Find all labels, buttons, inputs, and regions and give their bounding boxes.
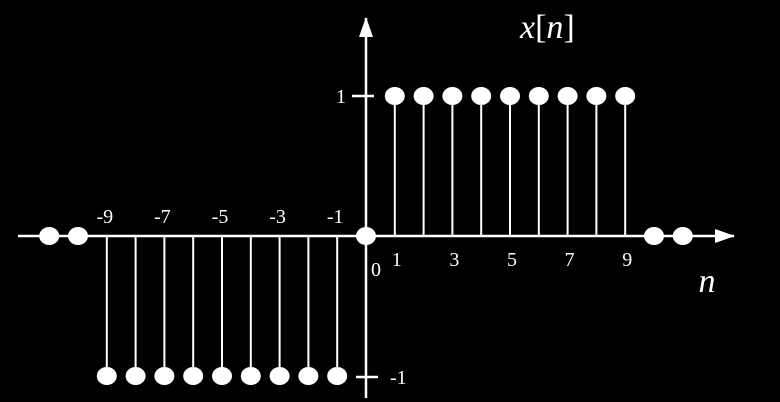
data-point-n0 <box>356 227 376 245</box>
y-axis-title-open-bracket: [ <box>535 9 546 46</box>
origin-label: 0 <box>371 259 381 281</box>
data-point-n-3 <box>269 367 290 385</box>
y-tick-label-minus-1: -1 <box>390 367 407 389</box>
data-point-n-11 <box>39 227 60 245</box>
x-tick-label-below: 7 <box>565 249 575 271</box>
stem-lines <box>105 96 627 376</box>
data-point-n6 <box>528 87 549 105</box>
stem-markers <box>39 87 693 385</box>
data-point-n7 <box>557 87 578 105</box>
data-point-n9 <box>615 87 636 105</box>
data-point-n-5 <box>212 367 232 385</box>
data-point-n-8 <box>125 367 146 385</box>
y-tick-label-1: 1 <box>336 86 346 108</box>
data-point-n4 <box>471 87 492 105</box>
data-point-n8 <box>586 87 607 105</box>
data-point-n-7 <box>154 367 175 385</box>
y-axis-title: x[n] <box>519 9 575 46</box>
data-point-n2 <box>413 87 434 105</box>
data-point-n10 <box>644 227 664 245</box>
x-tick-labels-below: 1 3 5 7 9 <box>392 249 632 271</box>
x-tick-label-above: -3 <box>269 206 286 228</box>
x-tick-label-below: 3 <box>449 249 459 271</box>
x-axis-title: n <box>699 263 716 300</box>
x-tick-label-above: -5 <box>212 206 229 228</box>
data-point-n-9 <box>96 367 117 385</box>
data-point-n-1 <box>327 367 348 385</box>
y-axis-title-arg: n <box>546 9 563 46</box>
data-point-n1 <box>384 87 405 105</box>
data-point-n-2 <box>298 367 319 385</box>
y-axis-title-var: x <box>519 9 535 46</box>
x-tick-label-above: -7 <box>154 206 171 228</box>
x-tick-labels-above: -9 -7 -5 -3 -1 <box>96 206 343 228</box>
data-point-n-10 <box>68 227 88 245</box>
x-tick-label-below: 1 <box>392 249 402 271</box>
y-axis-title-close-bracket: ] <box>563 9 574 46</box>
data-point-n5 <box>500 87 520 105</box>
x-tick-label-below: 5 <box>507 249 517 271</box>
data-point-n-6 <box>183 367 204 385</box>
data-point-n3 <box>442 87 463 105</box>
data-point-n11 <box>672 227 693 245</box>
x-tick-label-below: 9 <box>622 249 632 271</box>
x-tick-label-above: -9 <box>96 206 113 228</box>
x-tick-label-above: -1 <box>327 206 344 228</box>
data-point-n-4 <box>240 367 261 385</box>
